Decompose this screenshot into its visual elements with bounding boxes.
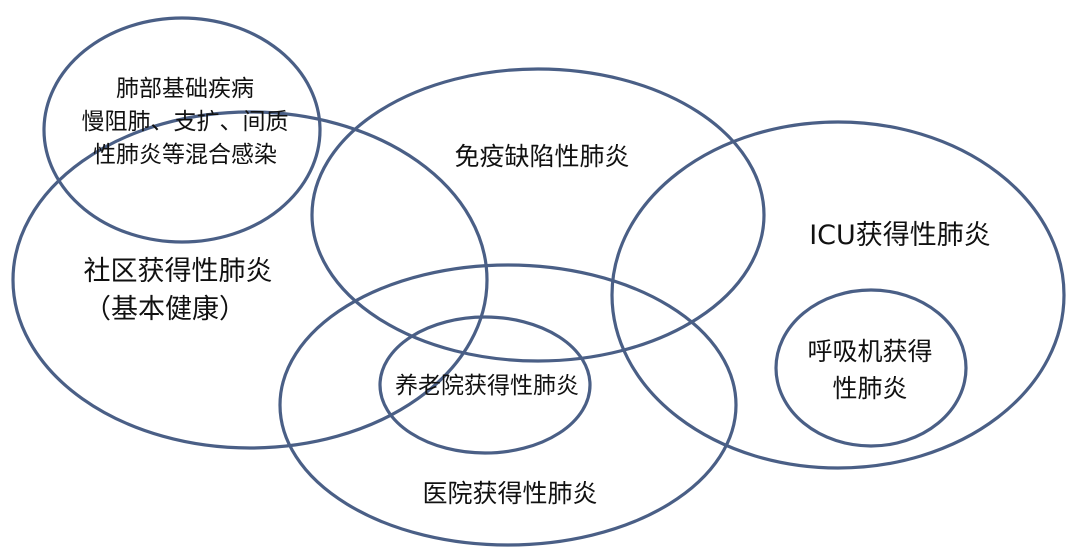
label-ventilator-associated-line2: 性肺炎: [832, 374, 907, 403]
label-hospital-acquired: 医院获得性肺炎: [422, 479, 597, 508]
ellipse-community-acquired: [11, 110, 489, 450]
label-community-acquired-line1: 社区获得性肺炎: [84, 256, 273, 287]
label-icu-acquired: ICU获得性肺炎: [809, 220, 991, 251]
ellipse-icu-acquired: [610, 120, 1066, 470]
label-nursing-home-acquired: 养老院获得性肺炎: [395, 373, 579, 399]
ellipse-nursing-home-acquired: [378, 315, 592, 455]
ellipse-immunodeficiency: [310, 67, 766, 363]
label-underlying-lung-disease-line1: 肺部基础疾病: [116, 76, 254, 102]
label-immunodeficiency: 免疫缺陷性肺炎: [454, 142, 629, 171]
label-underlying-lung-disease-line3: 性肺炎等混合感染: [93, 142, 277, 168]
label-ventilator-associated-line1: 呼吸机获得: [807, 337, 932, 366]
ellipse-hospital-acquired: [278, 263, 738, 547]
ellipse-ventilator-associated: [774, 288, 968, 448]
label-community-acquired-line2: （基本健康）: [84, 294, 246, 325]
ellipse-underlying-lung-disease: [42, 16, 322, 244]
label-underlying-lung-disease-line2: 慢阻肺、支扩、间质: [82, 109, 289, 135]
